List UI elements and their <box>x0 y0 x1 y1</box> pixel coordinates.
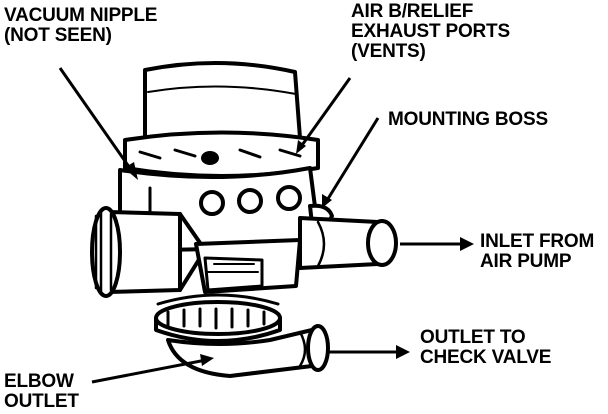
leader-exhaust-ports <box>298 77 352 149</box>
arrowhead-exhaust <box>296 140 306 154</box>
label-outlet: OUTLET TO CHECK VALVE <box>420 328 551 368</box>
arrowhead-inlet <box>460 237 474 251</box>
exhaust-port-3 <box>276 185 302 211</box>
arrowhead-boss <box>322 194 332 208</box>
label-exhaust-ports-line3: (VENTS) <box>351 41 426 62</box>
exhaust-port-1 <box>199 190 225 216</box>
label-elbow: ELBOW OUTLET <box>4 372 79 412</box>
label-exhaust-ports: AIR B/RELIEF EXHAUST PORTS (VENTS) <box>351 2 510 62</box>
label-elbow-line1: ELBOW <box>4 371 74 392</box>
exhaust-port-2 <box>237 188 263 214</box>
arrowhead-outlet <box>396 345 410 359</box>
label-exhaust-ports-line1: AIR B/RELIEF <box>351 1 474 22</box>
valve-collar <box>123 130 320 178</box>
label-mounting-boss-line1: MOUNTING BOSS <box>388 109 548 130</box>
label-elbow-line2: OUTLET <box>4 391 79 412</box>
clamp-ring <box>154 293 282 343</box>
label-outlet-line2: CHECK VALVE <box>420 347 552 368</box>
label-mounting-boss: MOUNTING BOSS <box>388 110 548 130</box>
label-inlet-line2: AIR PUMP <box>480 251 572 272</box>
label-inlet-line1: INLET FROM <box>480 231 595 252</box>
arrowhead-elbow <box>200 354 214 366</box>
label-inlet: INLET FROM AIR PUMP <box>480 232 594 272</box>
label-vacuum-nipple: VACUUM NIPPLE (NOT SEEN) <box>4 6 157 46</box>
leader-mounting-boss <box>324 117 380 203</box>
leader-vacuum-nipple <box>58 67 136 175</box>
left-tube <box>90 206 207 298</box>
inlet-tube <box>298 216 398 270</box>
label-vacuum-nipple-line1: VACUUM NIPPLE <box>4 5 158 26</box>
arrowhead-vacuum <box>124 162 138 180</box>
label-vacuum-nipple-line2: (NOT SEEN) <box>4 25 112 46</box>
leader-elbow <box>91 358 207 384</box>
label-exhaust-ports-line2: EXHAUST PORTS <box>351 21 510 42</box>
label-outlet-line1: OUTLET TO <box>420 327 526 348</box>
valve-lower-body <box>194 238 302 294</box>
